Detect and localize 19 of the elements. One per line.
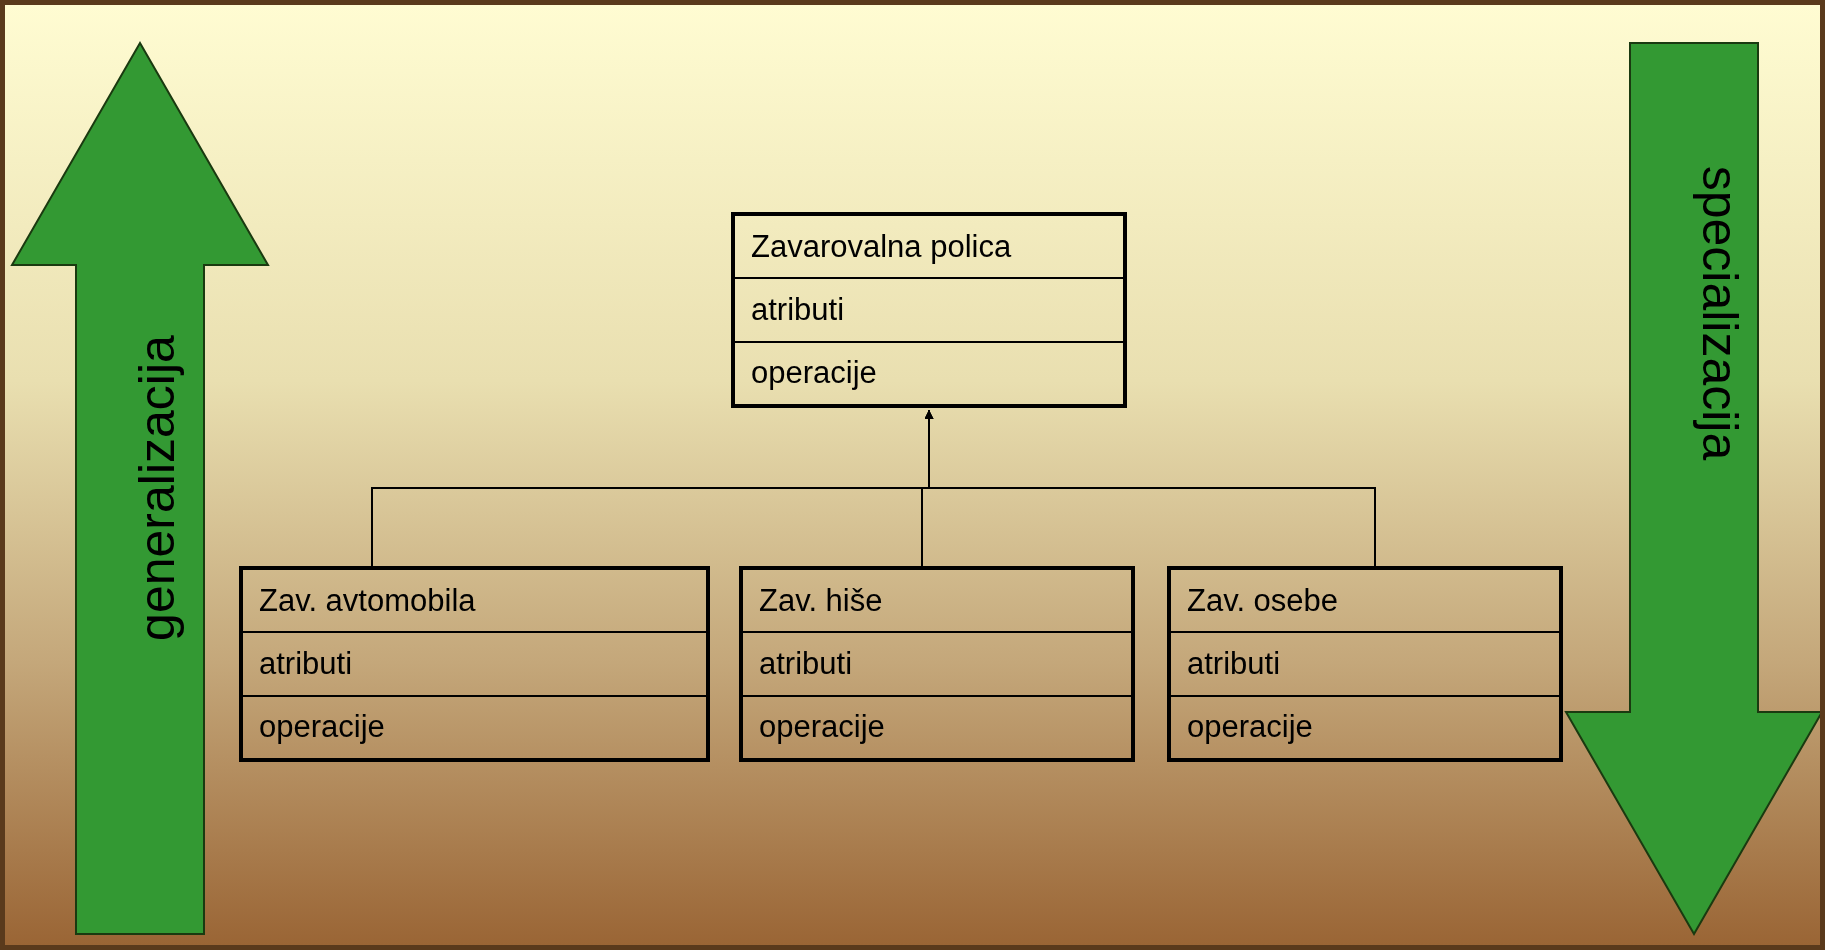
class-box [739, 566, 1135, 762]
class-name: Zav. hiše [759, 582, 883, 619]
operation-section: operacije [759, 709, 885, 746]
operation-section: operacije [259, 709, 385, 746]
class-box [731, 212, 1127, 408]
class-name: Zav. osebe [1187, 582, 1339, 619]
class-box [1167, 566, 1563, 762]
class-name: Zavarovalna polica [751, 228, 1012, 265]
attribute-section: atributi [259, 646, 353, 682]
inheritance-connector [924, 409, 1376, 567]
arrow-label: generalizacija [128, 335, 186, 641]
class-name: Zav. avtomobila [259, 582, 476, 619]
operation-section: operacije [751, 355, 877, 392]
arrow-label: specializacija [1691, 165, 1749, 461]
class-box [239, 566, 710, 762]
attribute-section: atributi [1187, 646, 1281, 682]
attribute-section: atributi [751, 292, 845, 328]
attribute-section: atributi [759, 646, 853, 682]
operation-section: operacije [1187, 709, 1313, 746]
